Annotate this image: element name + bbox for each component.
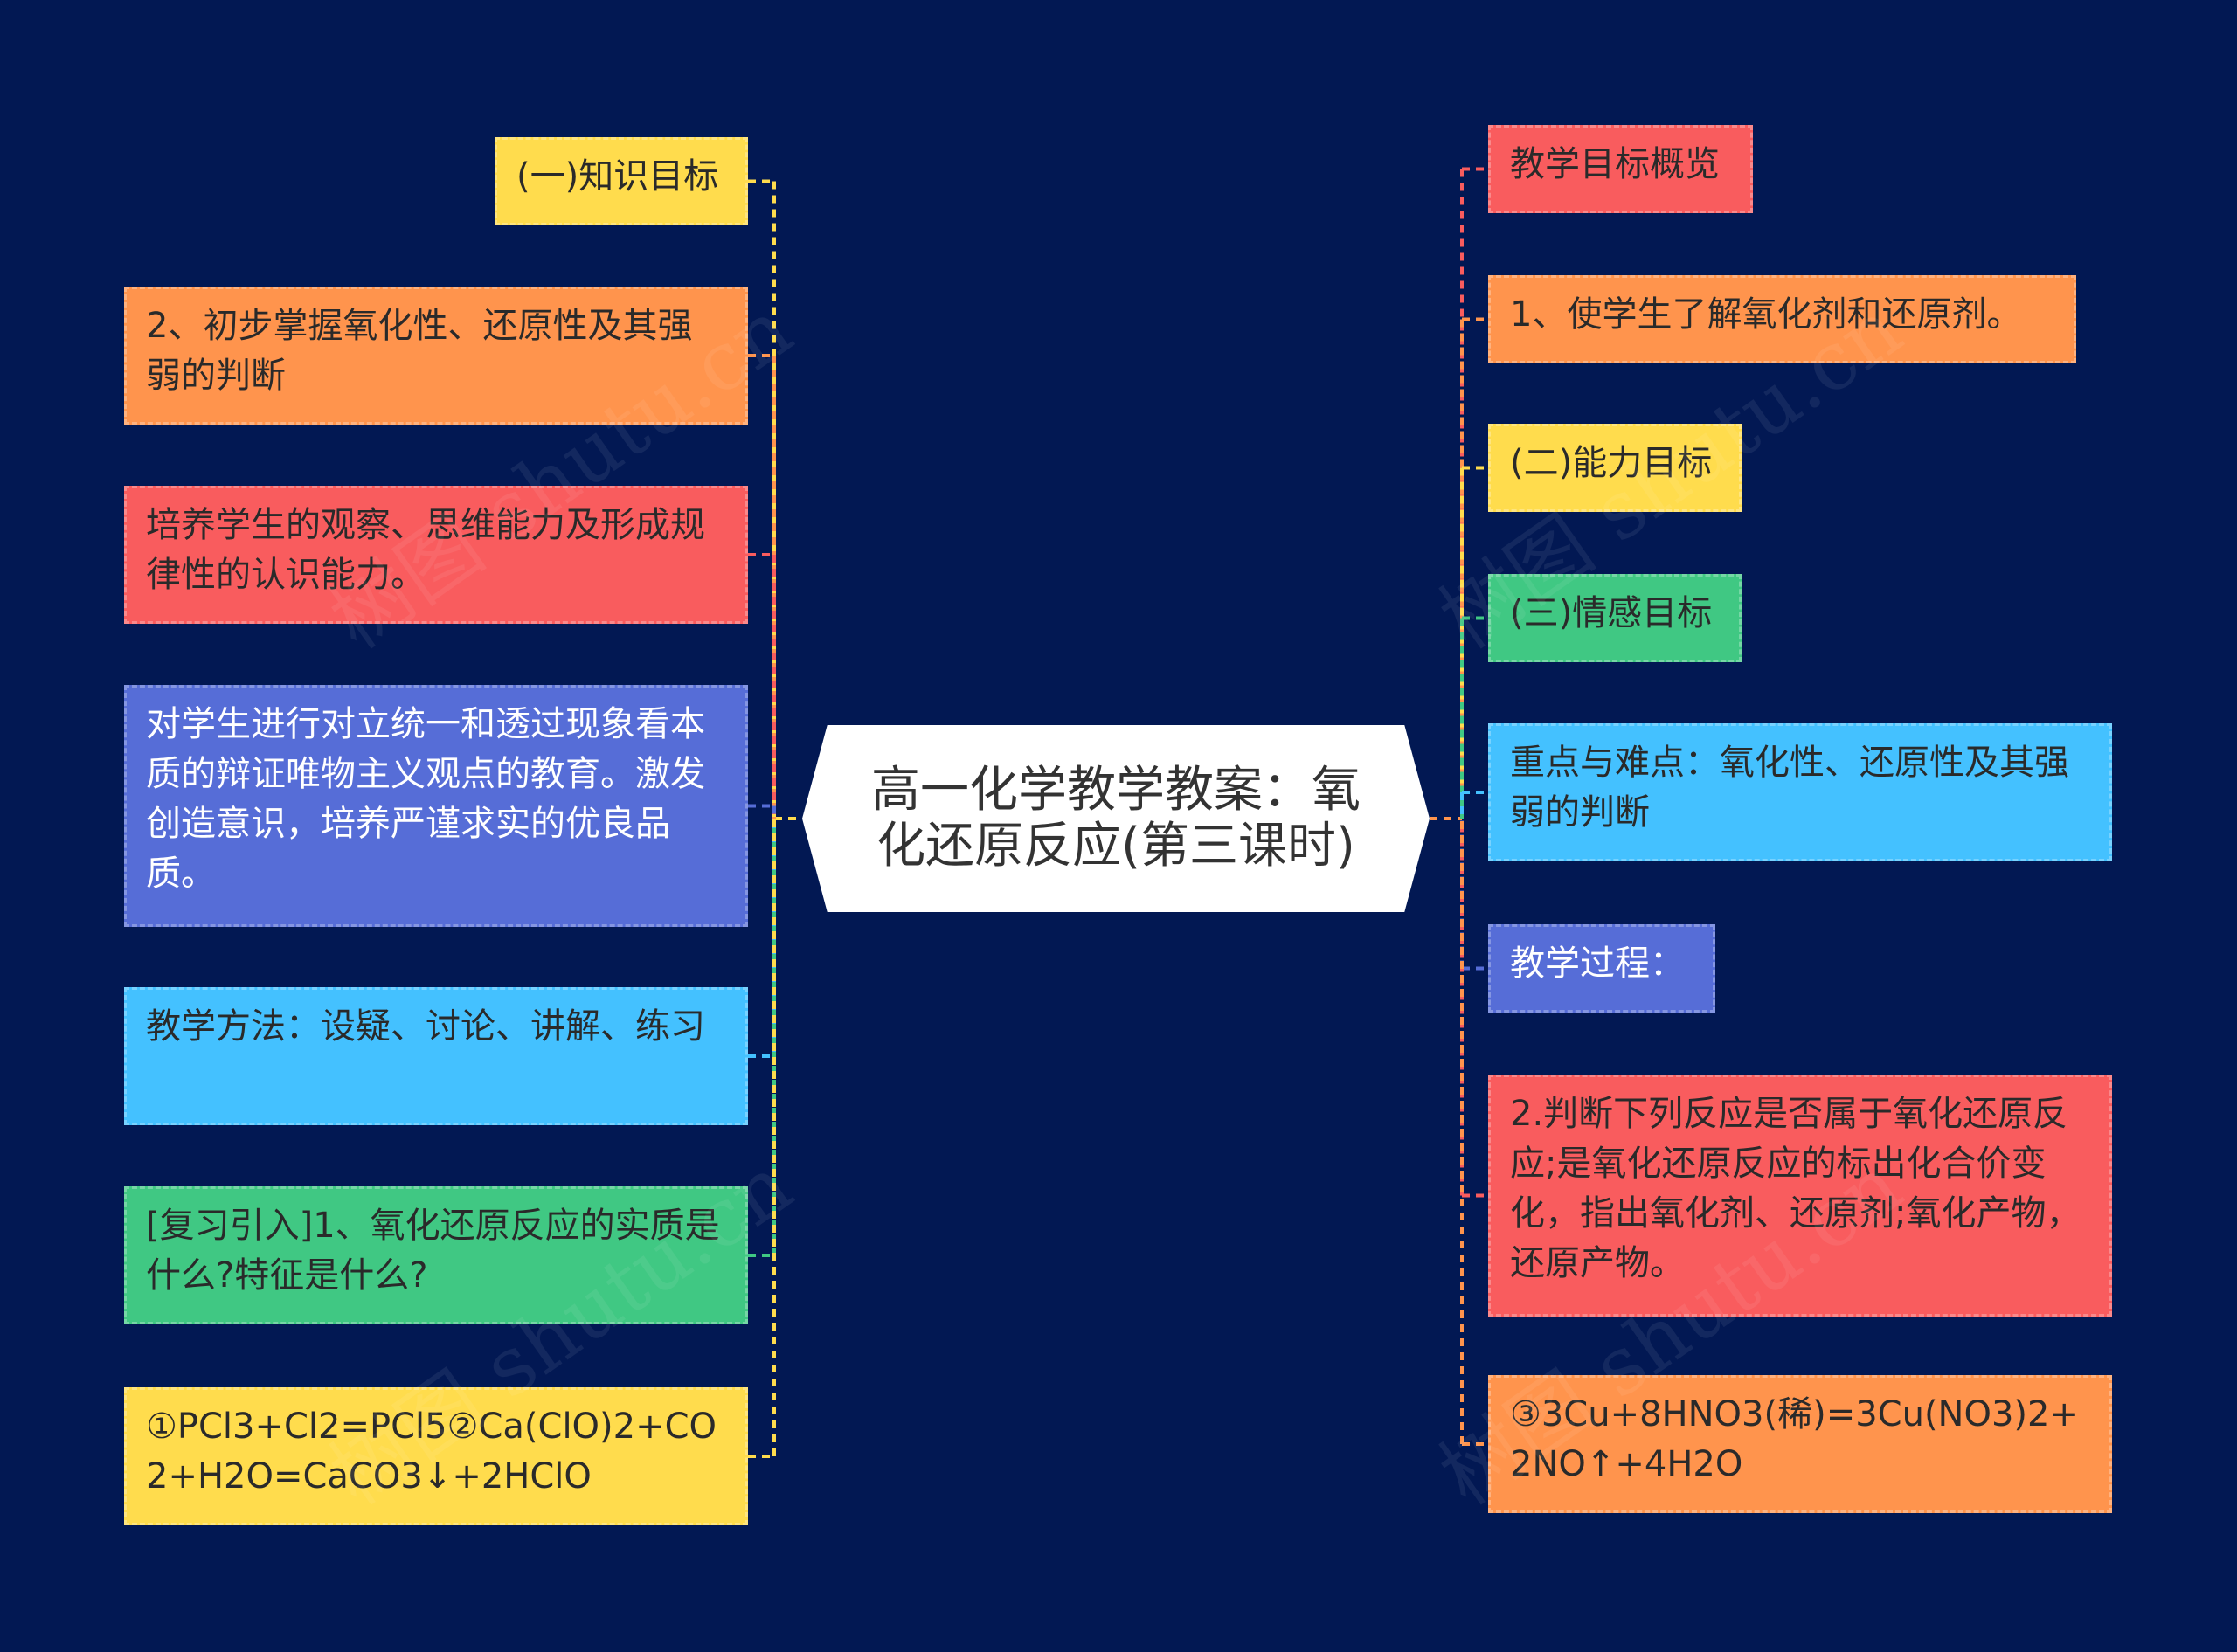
left-node-dialectics-education[interactable]: 对学生进行对立统一和透过现象看本质的辩证唯物主义观点的教育。激发创造意识，培养严… [124,685,748,927]
node-label: 教学目标概览 [1510,144,1720,184]
node-label: (二)能力目标 [1510,443,1713,483]
right-node-ability-goal[interactable]: (二)能力目标 [1488,424,1742,512]
node-label: 重点与难点：氧化性、还原性及其强弱的判断 [1510,743,2069,833]
node-label: 2、初步掌握氧化性、还原性及其强弱的判断 [146,306,693,396]
node-label: (一)知识目标 [516,156,719,197]
central-topic-label: 高一化学教学教案：氧化还原反应(第三课时) [871,762,1361,874]
node-label: 2.判断下列反应是否属于氧化还原反应;是氧化还原反应的标出化合价变化，指出氧化剂… [1510,1094,2081,1283]
node-label: 教学方法：设疑、讨论、讲解、练习 [146,1006,705,1047]
right-node-oxidant-reductant[interactable]: 1、使学生了解氧化剂和还原剂。 [1488,275,2076,363]
left-node-ability-training[interactable]: 培养学生的观察、思维能力及形成规律性的认识能力。 [124,486,748,624]
right-node-judge-reactions[interactable]: 2.判断下列反应是否属于氧化还原反应;是氧化还原反应的标出化合价变化，指出氧化剂… [1488,1075,2112,1317]
node-label: ③3Cu+8HNO3(稀)=3Cu(NO3)2+2NO↑+4H2O [1510,1394,2079,1484]
node-label: [复习引入]1、氧化还原反应的实质是什么?特征是什么? [146,1206,720,1296]
right-node-equation-3[interactable]: ③3Cu+8HNO3(稀)=3Cu(NO3)2+2NO↑+4H2O [1488,1375,2112,1513]
central-topic[interactable]: 高一化学教学教案：氧化还原反应(第三课时) [802,725,1430,912]
left-node-knowledge-goal[interactable]: (一)知识目标 [495,137,748,225]
left-node-review-intro[interactable]: [复习引入]1、氧化还原反应的实质是什么?特征是什么? [124,1186,748,1324]
node-label: 培养学生的观察、思维能力及形成规律性的认识能力。 [146,505,705,595]
right-node-goal-overview[interactable]: 教学目标概览 [1488,125,1753,213]
right-node-teaching-process[interactable]: 教学过程： [1488,924,1715,1013]
node-label: 1、使学生了解氧化剂和还原剂。 [1510,294,2022,335]
left-node-oxidation-judgement[interactable]: 2、初步掌握氧化性、还原性及其强弱的判断 [124,287,748,425]
node-label: (三)情感目标 [1510,593,1713,633]
left-node-teaching-method[interactable]: 教学方法：设疑、讨论、讲解、练习 [124,987,748,1125]
left-node-equations-1-2[interactable]: ①PCl3+Cl2=PCl5②Ca(ClO)2+CO2+H2O=CaCO3↓+2… [124,1387,748,1525]
node-label: 教学过程： [1510,944,1685,984]
node-label: 对学生进行对立统一和透过现象看本质的辩证唯物主义观点的教育。激发创造意识，培养严… [146,704,705,894]
node-label: ①PCl3+Cl2=PCl5②Ca(ClO)2+CO2+H2O=CaCO3↓+2… [146,1407,717,1496]
right-node-key-difficulty[interactable]: 重点与难点：氧化性、还原性及其强弱的判断 [1488,723,2112,861]
right-node-emotion-goal[interactable]: (三)情感目标 [1488,574,1742,662]
